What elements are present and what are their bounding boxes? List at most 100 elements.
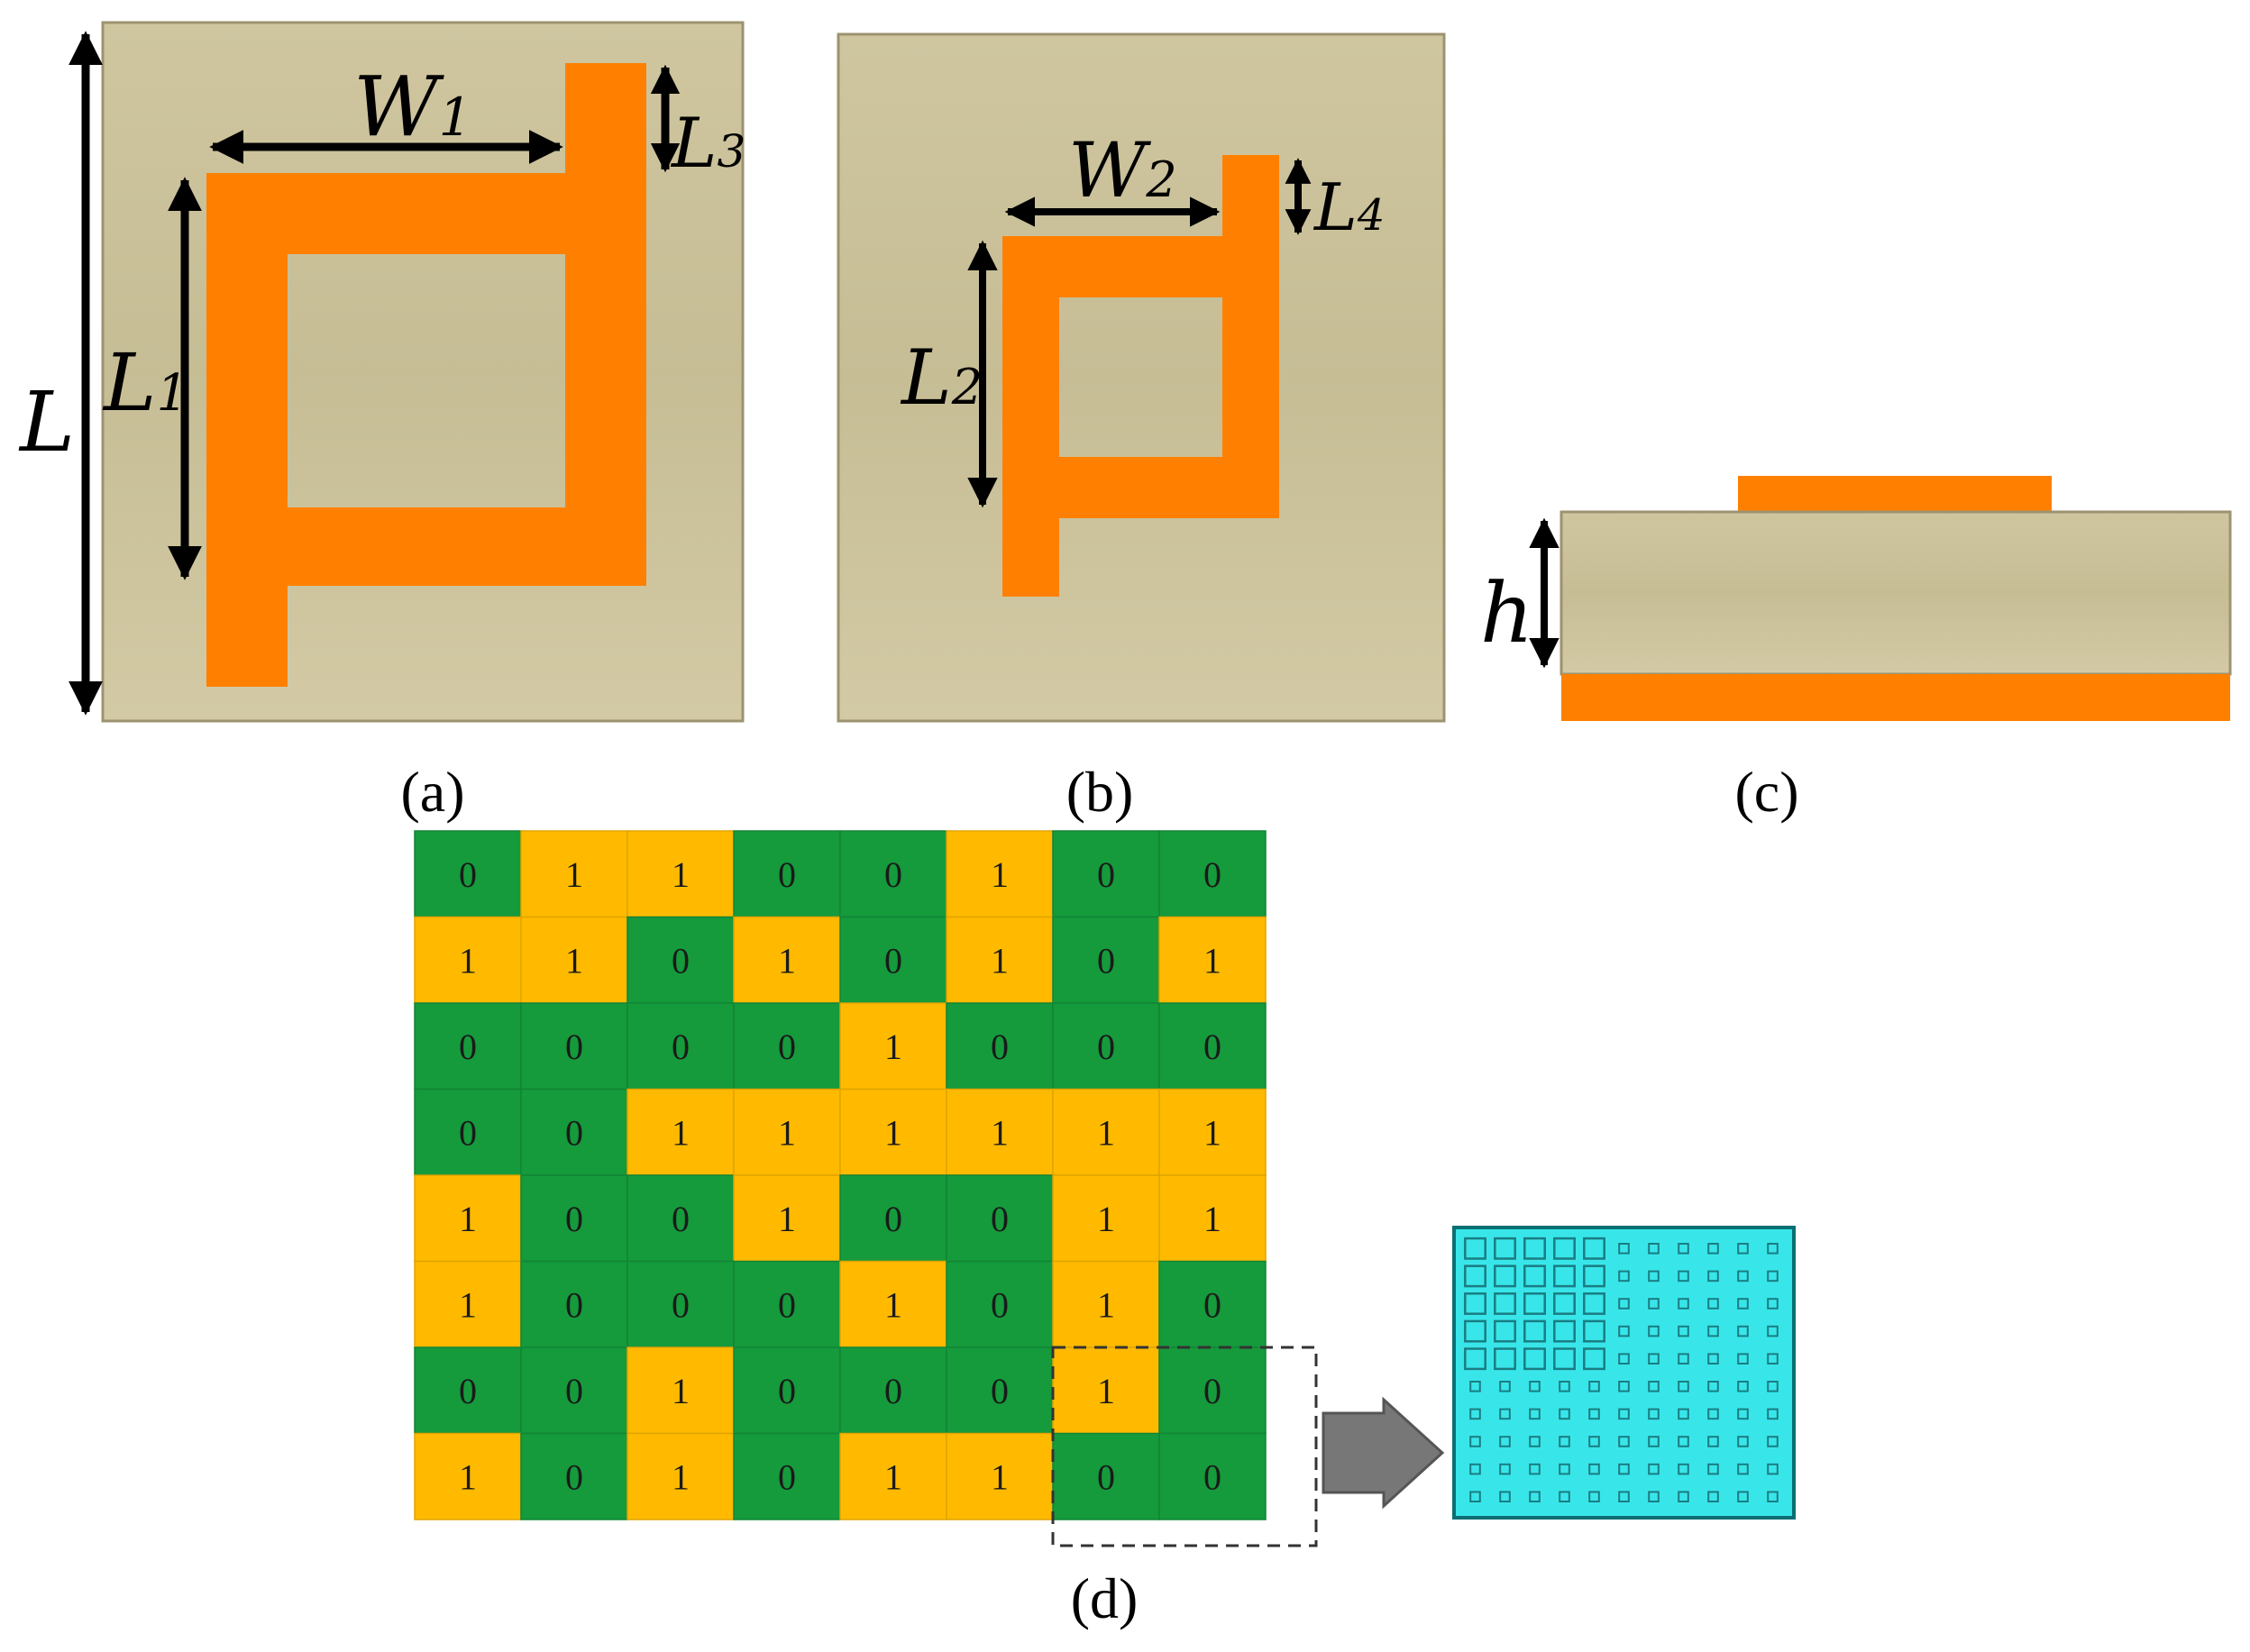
coding-cell-value: 0 xyxy=(1097,854,1115,895)
coding-cell-value: 0 xyxy=(1203,1027,1221,1067)
metasurface-cell xyxy=(1737,1270,1749,1282)
coding-cell-value: 0 xyxy=(672,1199,690,1239)
coding-cell-value: 0 xyxy=(672,940,690,981)
metasurface-cell xyxy=(1648,1243,1660,1255)
coding-cell xyxy=(839,1174,947,1263)
coding-cell xyxy=(1052,1174,1160,1263)
coding-cell xyxy=(627,1432,735,1520)
coding-cell xyxy=(839,830,947,918)
metasurface-cell xyxy=(1583,1347,1605,1371)
selection-dashed-box xyxy=(1051,1346,1318,1547)
metasurface-cell xyxy=(1559,1408,1570,1420)
metasurface-cell xyxy=(1678,1408,1689,1420)
metasurface-cell xyxy=(1469,1491,1481,1503)
metasurface-cell xyxy=(1648,1463,1660,1475)
coding-cell xyxy=(627,830,735,918)
metasurface-cell xyxy=(1678,1463,1689,1475)
coding-cell-value: 0 xyxy=(565,1371,583,1411)
metasurface-cell xyxy=(1559,1463,1570,1475)
metasurface-cell xyxy=(1529,1408,1541,1420)
coding-cell xyxy=(1052,1088,1160,1176)
coding-cell xyxy=(839,1002,947,1091)
coding-cell-value: 1 xyxy=(459,1284,477,1325)
metasurface-cell xyxy=(1618,1243,1630,1255)
coding-cell xyxy=(627,1174,735,1263)
metasurface-cell xyxy=(1494,1237,1516,1260)
metasurface-cell xyxy=(1678,1298,1689,1310)
dim-label-L3: L3 xyxy=(670,103,745,183)
coding-cell-value: 0 xyxy=(565,1027,583,1067)
coding-cell xyxy=(1158,1260,1267,1348)
panel-a-unit-cell: L W1 L1 L3 xyxy=(18,21,745,723)
panel-a-dimension-lines xyxy=(69,31,681,716)
coding-cell xyxy=(733,1432,841,1520)
coding-cell-value: 1 xyxy=(991,1112,1009,1153)
coding-cell xyxy=(1052,1432,1160,1520)
coding-cell xyxy=(1158,1432,1267,1520)
coding-cell-value: 1 xyxy=(1097,1112,1115,1153)
panel-c-ground-plane xyxy=(1561,674,2230,721)
metasurface-cell xyxy=(1553,1347,1576,1371)
coding-cell-value: 1 xyxy=(991,1456,1009,1497)
coding-cell-value: 1 xyxy=(1203,1112,1221,1153)
metasurface-cell xyxy=(1499,1436,1511,1447)
coding-cell-value: 1 xyxy=(1097,1284,1115,1325)
metasurface-cell xyxy=(1523,1347,1546,1371)
metasurface-cell xyxy=(1678,1381,1689,1392)
coding-cell-value: 0 xyxy=(778,1027,796,1067)
metasurface-cell xyxy=(1494,1347,1516,1371)
metasurface-cells xyxy=(1464,1237,1779,1503)
metasurface-cell xyxy=(1767,1298,1779,1310)
coding-cell-value: 0 xyxy=(884,940,902,981)
coding-cell-value: 0 xyxy=(1097,1456,1115,1497)
coding-cell xyxy=(1158,1002,1267,1091)
metasurface-cell xyxy=(1618,1408,1630,1420)
coding-cell xyxy=(733,916,841,1004)
metasurface-cell xyxy=(1678,1243,1689,1255)
dim-label-L: L xyxy=(18,374,75,470)
metasurface-cell xyxy=(1648,1270,1660,1282)
metasurface-cell xyxy=(1707,1463,1719,1475)
metasurface-cell xyxy=(1707,1491,1719,1503)
metasurface-cell xyxy=(1648,1408,1660,1420)
metasurface-cell xyxy=(1707,1436,1719,1447)
coding-cell xyxy=(1052,1260,1160,1348)
coding-cell xyxy=(414,916,522,1004)
metasurface-cell xyxy=(1648,1436,1660,1447)
metasurface-cell xyxy=(1559,1491,1570,1503)
panel-label-a: (a) xyxy=(400,760,464,824)
panel-b-substrate xyxy=(837,32,1446,723)
metasurface-cell xyxy=(1707,1298,1719,1310)
coding-cell xyxy=(733,830,841,918)
metasurface-cell xyxy=(1707,1353,1719,1365)
metasurface-cell xyxy=(1648,1298,1660,1310)
coding-cell xyxy=(1052,830,1160,918)
metasurface-cell xyxy=(1767,1491,1779,1503)
coding-cell-value: 0 xyxy=(884,1371,902,1411)
metasurface-cell xyxy=(1588,1408,1600,1420)
metasurface-cell xyxy=(1588,1463,1600,1475)
coding-cell-value: 0 xyxy=(1203,1371,1221,1411)
coding-cell xyxy=(839,1260,947,1348)
coding-cell-value: 0 xyxy=(991,1371,1009,1411)
panel-b-unit-cell: W2 L2 L4 xyxy=(837,32,1446,723)
coding-cell-value: 0 xyxy=(565,1456,583,1497)
coding-cell xyxy=(520,830,628,918)
metasurface-cell xyxy=(1618,1436,1630,1447)
coding-cell xyxy=(414,1088,522,1176)
panel-a-split-ring xyxy=(206,63,646,687)
metasurface-cell xyxy=(1737,1436,1749,1447)
metasurface-cell xyxy=(1499,1491,1511,1503)
metasurface-cell xyxy=(1499,1463,1511,1475)
coding-cell-value: 0 xyxy=(991,1284,1009,1325)
coding-cell-value: 1 xyxy=(1097,1371,1115,1411)
metasurface-cell xyxy=(1767,1436,1779,1447)
metasurface-cell xyxy=(1559,1381,1570,1392)
metasurface-cell xyxy=(1737,1381,1749,1392)
metasurface-cell xyxy=(1469,1381,1481,1392)
metasurface-cell xyxy=(1618,1463,1630,1475)
panel-label-b: (b) xyxy=(1066,760,1134,824)
coding-cell xyxy=(627,1346,735,1435)
metasurface-cell xyxy=(1737,1463,1749,1475)
dim-label-L4: L4 xyxy=(1312,169,1385,245)
